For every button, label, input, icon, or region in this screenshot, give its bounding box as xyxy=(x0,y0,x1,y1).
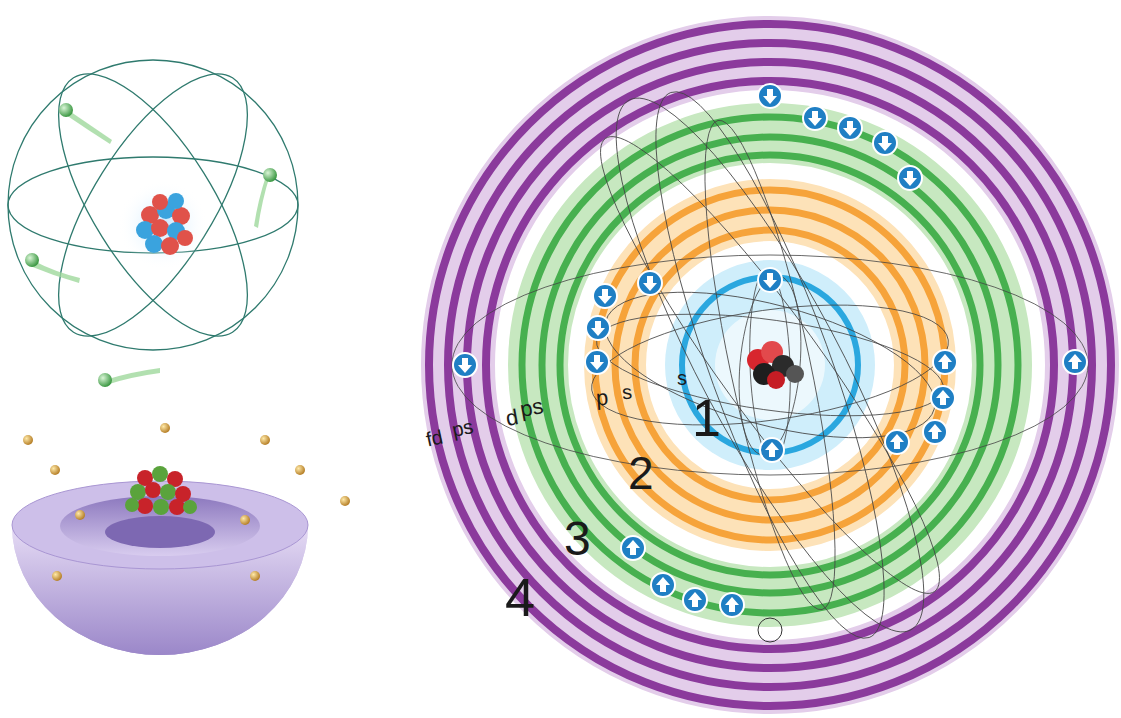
subshell-label: s xyxy=(621,382,632,403)
shell-number: 1 xyxy=(692,392,721,444)
subshell-label: s xyxy=(677,368,687,388)
shell-model xyxy=(12,423,350,655)
subshell-label: ps xyxy=(518,395,545,421)
shell-number: 4 xyxy=(505,570,535,624)
shell-number: 2 xyxy=(628,450,654,496)
bohr-atom xyxy=(8,46,298,387)
shell-number: 3 xyxy=(564,515,591,563)
subshell-label: ps xyxy=(450,416,475,440)
orbital-diagram xyxy=(429,24,1111,706)
subshell-label: p xyxy=(595,387,609,410)
